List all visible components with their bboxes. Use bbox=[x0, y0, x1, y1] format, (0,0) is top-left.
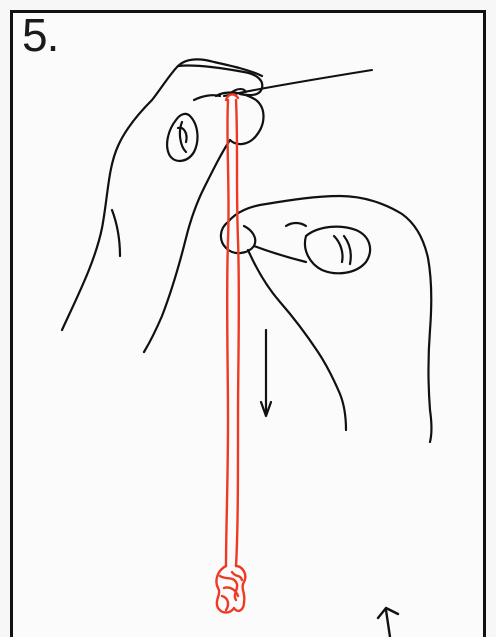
needle bbox=[224, 70, 372, 96]
red-thread bbox=[216, 94, 245, 612]
corner-arrow-icon bbox=[378, 608, 398, 637]
down-arrow-icon bbox=[261, 330, 271, 416]
upper-hand bbox=[62, 59, 264, 352]
lower-hand bbox=[221, 196, 432, 442]
step-number-label: 5. bbox=[22, 12, 58, 58]
